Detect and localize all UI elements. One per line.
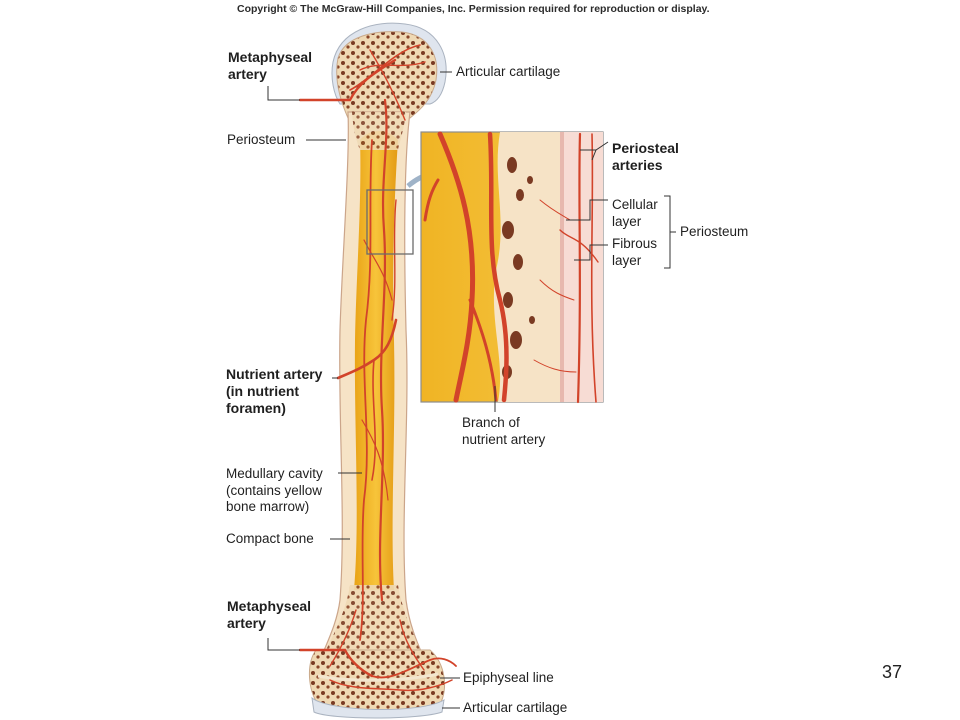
bone-arteries — [298, 44, 457, 692]
inset-panel — [420, 131, 604, 404]
label-cellular-layer: Cellular layer — [612, 197, 658, 229]
proximal-epiphysis — [336, 31, 438, 119]
label-branch-nutrient-artery: Branch of nutrient artery — [462, 415, 546, 447]
spongy-bone-upper — [352, 112, 406, 150]
medullary-cavity — [354, 131, 398, 590]
label-periosteum-left: Periosteum — [227, 132, 296, 147]
label-periosteal-arteries: Periosteal arteries — [612, 140, 679, 173]
copyright-notice: Copyright © The McGraw-Hill Companies, I… — [237, 3, 710, 15]
spongy-bone-lower — [326, 585, 420, 650]
label-metaphyseal-artery-bottom: Metaphyseal artery — [227, 598, 312, 631]
epiphyseal-line — [317, 672, 439, 682]
label-fibrous-layer: Fibrous layer — [612, 236, 658, 268]
articular-cartilage-bottom — [311, 696, 445, 719]
slide-number: 37 — [882, 662, 903, 682]
label-epiphyseal-line: Epiphyseal line — [463, 670, 554, 685]
zoom-box — [366, 189, 414, 255]
label-articular-cartilage-top: Articular cartilage — [456, 64, 561, 79]
label-periosteum-right: Periosteum — [680, 224, 749, 239]
label-articular-cartilage-bottom: Articular cartilage — [463, 700, 568, 715]
label-compact-bone: Compact bone — [226, 531, 314, 546]
label-medullary-cavity: Medullary cavity (contains yellow bone m… — [226, 466, 323, 514]
leader-lines — [267, 71, 676, 709]
label-nutrient-artery: Nutrient artery (in nutrient foramen) — [226, 366, 323, 416]
label-metaphyseal-artery-top: Metaphyseal artery — [228, 49, 313, 82]
